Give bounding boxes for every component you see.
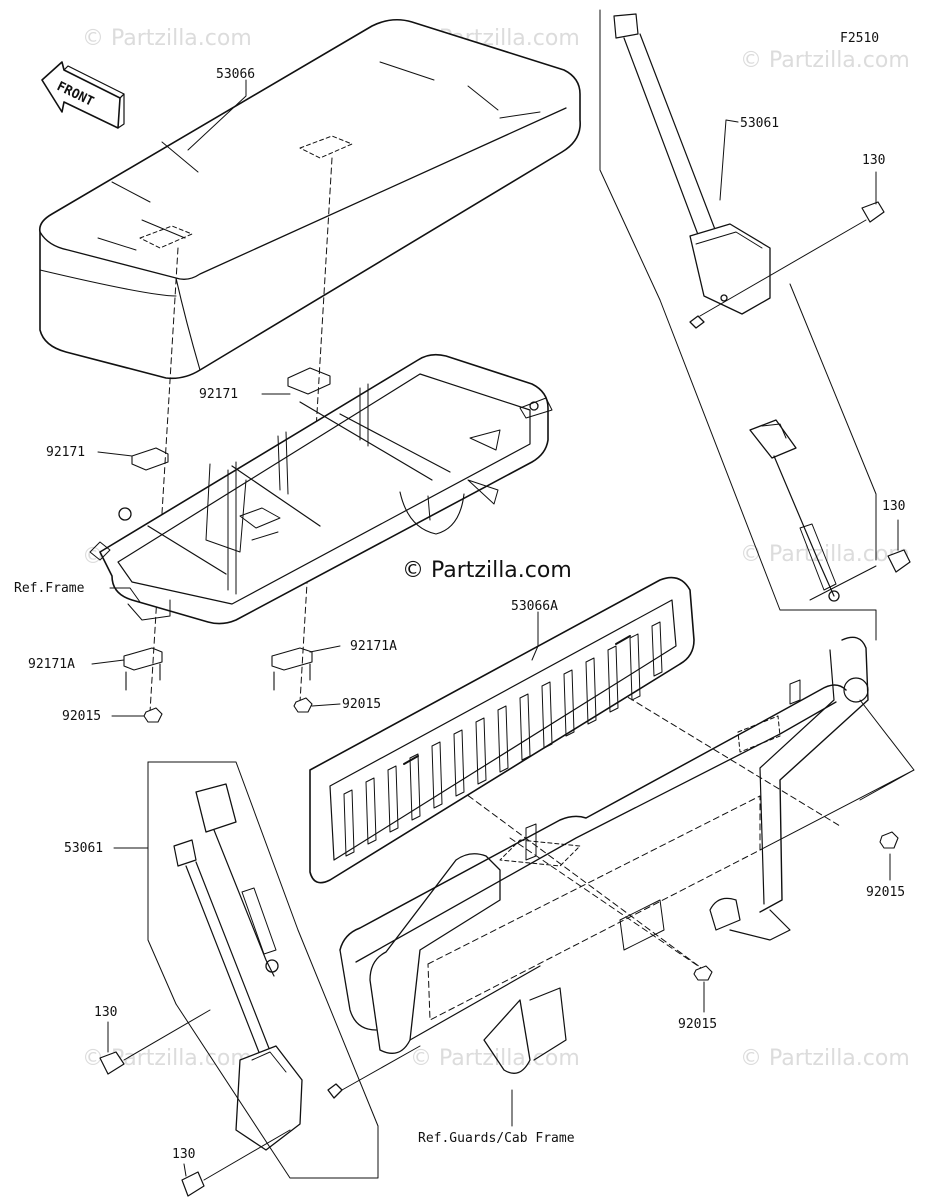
seat-cushion — [38, 18, 581, 380]
watermark: © Partzilla.com — [740, 1046, 910, 1071]
seat-back — [309, 576, 695, 884]
seat-belt-lower — [99, 761, 421, 1197]
watermark: © Partzilla.com — [410, 1046, 580, 1071]
label-bolt: 130 — [862, 153, 886, 168]
label-belt-lower: 53061 — [64, 841, 104, 856]
label-ref-guards: Ref.Guards/Cab Frame — [418, 1131, 575, 1146]
cab-frame — [339, 636, 915, 1074]
nut-92015 — [143, 697, 899, 981]
label-clip-92171: 92171 — [46, 445, 86, 460]
watermark: © Partzilla.com — [82, 26, 252, 51]
watermark: © Partzilla.com — [740, 542, 910, 567]
label-nut: 92015 — [342, 697, 382, 712]
watermark: © Partzilla.com — [740, 48, 910, 73]
label-nut: 92015 — [866, 885, 906, 900]
copyright-text: © Partzilla.com — [402, 558, 572, 583]
label-clip-92171a: 92171A — [28, 657, 75, 672]
label-ref-frame: Ref.Frame — [14, 581, 85, 596]
label-seat-cushion: 53066 — [216, 67, 256, 82]
label-clip-92171a: 92171A — [350, 639, 397, 654]
label-clip-92171: 92171 — [199, 387, 239, 402]
frame — [89, 353, 553, 625]
clip-92171a — [123, 647, 313, 691]
front-arrow-icon: FRONT — [41, 61, 125, 129]
figure-code: F2510 — [840, 31, 880, 46]
label-nut: 92015 — [62, 709, 102, 724]
label-nut: 92015 — [678, 1017, 718, 1032]
clip-92171 — [131, 367, 331, 471]
label-bolt: 130 — [882, 499, 906, 514]
seat-belt-buckle-right — [659, 283, 911, 641]
label-belt-upper: 53061 — [740, 116, 780, 131]
label-seat-back: 53066A — [511, 599, 558, 614]
leader-lines — [91, 79, 899, 1177]
label-bolt: 130 — [94, 1005, 118, 1020]
seat-belt-upper — [599, 9, 885, 329]
label-bolt: 130 — [172, 1147, 196, 1162]
